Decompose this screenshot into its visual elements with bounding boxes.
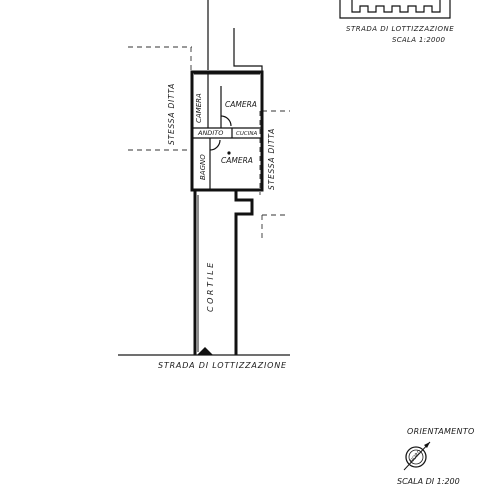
- north-arrow-icon: [403, 441, 431, 471]
- room-label-camera-top-right: CAMERA: [225, 100, 257, 109]
- courtyard-label: CORTILE: [206, 260, 215, 312]
- room-label-andito: ANDITO: [197, 129, 223, 137]
- road-baseline: [118, 347, 290, 356]
- building-outline: [190, 70, 264, 192]
- road-label: STRADA DI LOTTIZZAZIONE: [158, 361, 287, 370]
- boundary-dashed-lines: [128, 46, 290, 240]
- room-label-cucina: CUCINA: [236, 131, 257, 137]
- left-neighbor-label: STESSA DITTA: [167, 83, 176, 145]
- internal-partitions: [192, 72, 262, 190]
- room-label-bagno: BAGNO: [199, 154, 207, 180]
- location-map-inset: [339, 0, 451, 19]
- upper-plot-walls: [207, 0, 263, 72]
- orientation-label: ORIENTAMENTO: [407, 427, 475, 436]
- inset-road-label: STRADA DI LOTTIZZAZIONE: [346, 25, 454, 33]
- room-label-camera-top-left: CAMERA: [195, 93, 203, 123]
- inset-scale-label: SCALA 1:2000: [392, 36, 446, 44]
- room-label-camera-bottom: CAMERA: [221, 156, 253, 165]
- legend-scale-label: SCALA DI 1:200: [397, 477, 460, 486]
- right-neighbor-label: STESSA DITTA: [267, 128, 276, 190]
- courtyard-walls: [193, 190, 254, 355]
